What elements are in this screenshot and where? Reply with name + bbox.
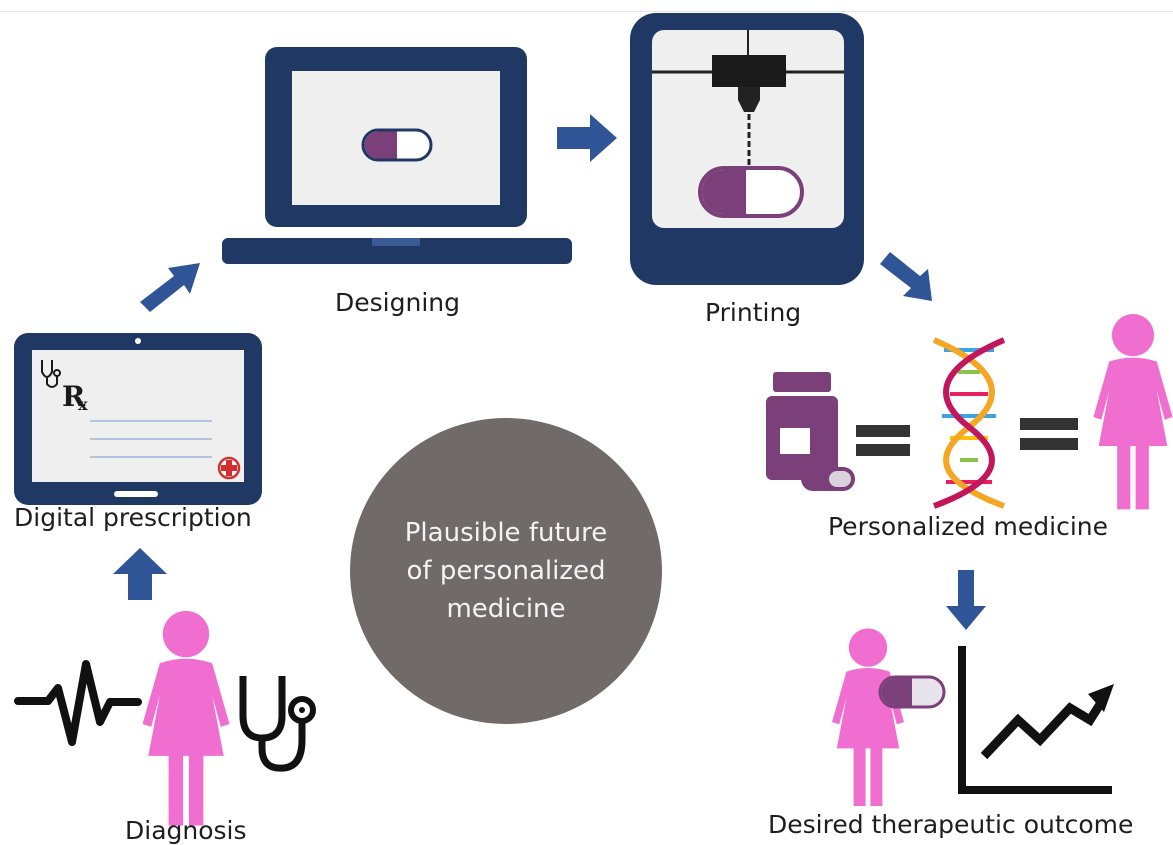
arrow-printing-to-medicine — [880, 252, 932, 301]
digital-prescription-label: Digital prescription — [14, 503, 252, 532]
dna-icon — [932, 337, 1006, 509]
capsule-icon — [361, 128, 433, 162]
desired-outcome-label: Desired therapeutic outcome — [768, 810, 1134, 839]
trend-graph-icon — [958, 646, 1114, 794]
stethoscope-small-icon — [41, 360, 61, 388]
arrow-medicine-to-outcome — [946, 570, 986, 630]
woman-patient-icon — [142, 610, 230, 826]
equals-icon — [856, 425, 910, 456]
tablet-icon — [14, 333, 262, 505]
printed-capsule-icon — [698, 166, 804, 218]
arrow-designing-to-printing — [557, 114, 617, 162]
center-line-2: of personalized — [406, 556, 606, 586]
stethoscope-icon — [239, 676, 316, 772]
designing-label: Designing — [335, 288, 460, 317]
arrow-prescription-to-designing — [140, 263, 200, 312]
diagnosis-label: Diagnosis — [125, 816, 247, 845]
center-title: Plausible future of personalized medicin… — [386, 514, 626, 628]
svg-text:x: x — [78, 395, 88, 414]
rx-symbol-icon: R x — [62, 380, 88, 414]
woman-outcome-icon — [832, 628, 904, 806]
center-circle: Plausible future of personalized medicin… — [350, 418, 662, 724]
arrow-diagnosis-to-prescription — [113, 548, 167, 600]
medical-cross-icon — [217, 456, 241, 480]
woman-icon — [1093, 314, 1173, 510]
top-border — [0, 0, 1173, 12]
medicine-bottle-icon — [766, 372, 855, 491]
center-line-3: medicine — [446, 594, 566, 624]
personalized-medicine-label: Personalized medicine — [828, 512, 1109, 541]
svg-text:R: R — [62, 380, 86, 413]
printer-icon — [630, 13, 864, 285]
printing-label: Printing — [705, 298, 802, 327]
outcome-capsule-icon — [878, 675, 946, 709]
equals-icon-2 — [1020, 418, 1078, 450]
heartbeat-icon — [14, 660, 142, 746]
center-line-1: Plausible future — [404, 518, 608, 548]
